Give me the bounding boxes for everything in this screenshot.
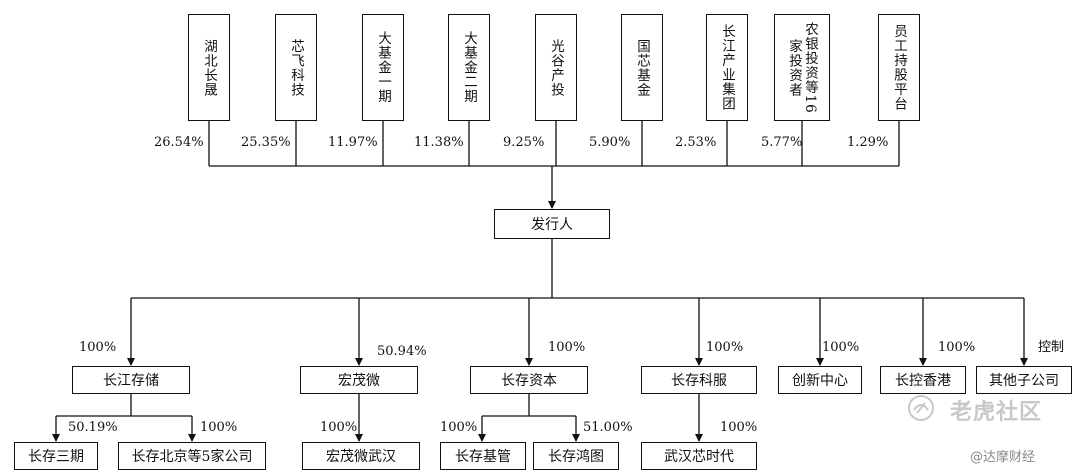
- shareholding-pct: 25.35%: [241, 135, 291, 150]
- subsidiary-box: 长存科服: [641, 366, 757, 394]
- grandchild-pct: 100%: [320, 420, 358, 435]
- shareholder-name: 大基金一期: [375, 31, 391, 104]
- subsidiary-box: 长控香港: [880, 366, 966, 394]
- shareholder-box: 长江产业集团: [706, 14, 748, 121]
- shareholder-name: 农银投资等16: [802, 21, 818, 114]
- shareholder-name: 家投资者: [786, 38, 802, 97]
- subsidiary-pct: 50.94%: [377, 344, 427, 359]
- issuer-box: 发行人: [494, 209, 610, 239]
- shareholder-name: 大基金二期: [461, 31, 477, 104]
- grandchild-pct: 50.19%: [68, 420, 118, 435]
- subsidiary-box: 长存资本: [470, 366, 588, 394]
- subsidiary-pct: 控制: [1038, 340, 1065, 355]
- shareholding-pct: 11.97%: [328, 135, 378, 150]
- shareholder-name: 光谷产投: [548, 38, 564, 97]
- shareholder-box: 芯飞科技: [275, 14, 317, 121]
- shareholder-box: 大基金二期: [448, 14, 490, 121]
- shareholding-pct: 1.29%: [847, 135, 889, 150]
- subsidiary-pct: 100%: [79, 340, 117, 355]
- grandchild-pct: 51.00%: [583, 420, 633, 435]
- shareholding-pct: 5.77%: [761, 135, 803, 150]
- shareholder-name: 员工持股平台: [891, 24, 907, 111]
- grandchild-box: 长存基管: [440, 442, 526, 470]
- shareholder-name: 长江产业集团: [719, 24, 735, 111]
- shareholder-name: 国芯基金: [634, 38, 650, 97]
- shareholder-name: 湖北长晟: [201, 38, 217, 97]
- shareholder-box: 国芯基金: [621, 14, 663, 121]
- grandchild-box: 宏茂微武汉: [302, 442, 420, 470]
- subsidiary-box: 长江存储: [72, 366, 190, 394]
- subsidiary-box: 创新中心: [778, 366, 862, 394]
- watermark-credit: @达摩财经: [970, 450, 1036, 465]
- shareholder-box: 大基金一期: [362, 14, 404, 121]
- tiger-logo-icon: [908, 395, 934, 421]
- grandchild-box: 长存三期: [14, 442, 98, 470]
- shareholding-pct: 9.25%: [503, 135, 545, 150]
- grandchild-box: 武汉芯时代: [641, 442, 757, 470]
- shareholder-box: 光谷产投: [535, 14, 577, 121]
- subsidiary-pct: 100%: [548, 340, 586, 355]
- shareholder-name: 芯飞科技: [288, 38, 304, 97]
- shareholding-pct: 26.54%: [154, 135, 204, 150]
- shareholder-box: 湖北长晟: [188, 14, 230, 121]
- watermark-brand: 老虎社区: [950, 400, 1043, 425]
- shareholding-pct: 11.38%: [414, 135, 464, 150]
- grandchild-box: 长存鸿图: [533, 442, 619, 470]
- shareholder-box: 员工持股平台: [878, 14, 920, 121]
- subsidiary-pct: 100%: [822, 340, 860, 355]
- grandchild-pct: 100%: [200, 420, 238, 435]
- shareholding-pct: 5.90%: [589, 135, 631, 150]
- grandchild-pct: 100%: [720, 420, 758, 435]
- subsidiary-box: 其他子公司: [976, 366, 1072, 394]
- subsidiary-box: 宏茂微: [300, 366, 418, 394]
- shareholding-pct: 2.53%: [675, 135, 717, 150]
- grandchild-box: 长存北京等5家公司: [118, 442, 266, 470]
- shareholder-box: 农银投资等16 家投资者: [774, 14, 830, 121]
- subsidiary-pct: 100%: [938, 340, 976, 355]
- grandchild-pct: 100%: [440, 420, 478, 435]
- subsidiary-pct: 100%: [706, 340, 744, 355]
